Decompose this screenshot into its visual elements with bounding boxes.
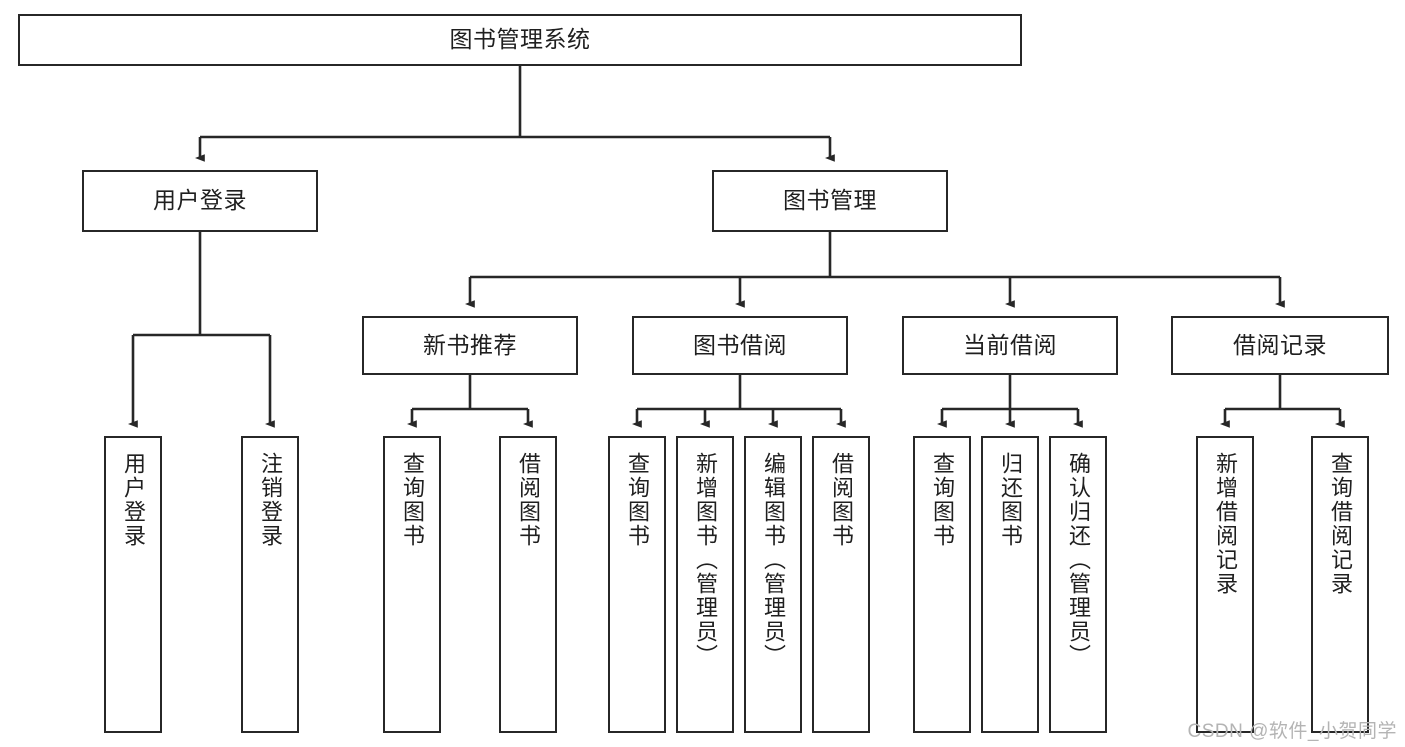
leaf-current-return-book-label: 归还图书 <box>998 452 1023 548</box>
leaf-borrow-query-book[interactable]: 查询图书 <box>608 436 666 733</box>
leaf-borrow-add-book-admin[interactable]: 新增图书（管理员） <box>676 436 734 733</box>
leaf-borrow-edit-book-admin[interactable]: 编辑图书（管理员） <box>744 436 802 733</box>
leaf-record-add-record-label: 新增借阅记录 <box>1213 452 1238 596</box>
leaf-borrow-query-book-label: 查询图书 <box>625 452 650 548</box>
leaf-borrow-borrow-book-label: 借阅图书 <box>829 452 854 548</box>
leaf-current-query-book[interactable]: 查询图书 <box>913 436 971 733</box>
leaf-record-query-record[interactable]: 查询借阅记录 <box>1311 436 1369 733</box>
leaf-user-login-signout-label: 注销登录 <box>258 452 283 548</box>
node-new-book-recommend-label: 新书推荐 <box>423 331 517 358</box>
leaf-current-return-book[interactable]: 归还图书 <box>981 436 1039 733</box>
node-book-borrow[interactable]: 图书借阅 <box>632 316 848 375</box>
node-new-book-recommend[interactable]: 新书推荐 <box>362 316 578 375</box>
node-current-borrow[interactable]: 当前借阅 <box>902 316 1118 375</box>
leaf-record-query-record-label: 查询借阅记录 <box>1328 452 1353 596</box>
node-user-login[interactable]: 用户登录 <box>82 170 318 232</box>
leaf-user-login-signout[interactable]: 注销登录 <box>241 436 299 733</box>
leaf-current-confirm-return-admin-label: 确认归还（管理员） <box>1066 452 1091 668</box>
leaf-borrow-borrow-book[interactable]: 借阅图书 <box>812 436 870 733</box>
leaf-user-login-signin-label: 用户登录 <box>121 452 146 548</box>
leaf-recommend-borrow-book-label: 借阅图书 <box>516 452 541 548</box>
leaf-current-confirm-return-admin[interactable]: 确认归还（管理员） <box>1049 436 1107 733</box>
leaf-borrow-add-book-admin-label: 新增图书（管理员） <box>693 452 718 668</box>
leaf-borrow-edit-book-admin-label: 编辑图书（管理员） <box>761 452 786 668</box>
node-book-borrow-label: 图书借阅 <box>693 331 787 358</box>
node-borrow-record[interactable]: 借阅记录 <box>1171 316 1389 375</box>
leaf-recommend-query-book[interactable]: 查询图书 <box>383 436 441 733</box>
node-book-management-label: 图书管理 <box>783 187 877 214</box>
leaf-recommend-query-book-label: 查询图书 <box>400 452 425 548</box>
node-current-borrow-label: 当前借阅 <box>963 331 1057 358</box>
node-root-system[interactable]: 图书管理系统 <box>18 14 1022 66</box>
leaf-user-login-signin[interactable]: 用户登录 <box>104 436 162 733</box>
node-user-login-label: 用户登录 <box>153 187 247 214</box>
leaf-recommend-borrow-book[interactable]: 借阅图书 <box>499 436 557 733</box>
node-book-management[interactable]: 图书管理 <box>712 170 948 232</box>
node-root-system-label: 图书管理系统 <box>449 26 591 53</box>
node-borrow-record-label: 借阅记录 <box>1233 331 1327 358</box>
leaf-current-query-book-label: 查询图书 <box>930 452 955 548</box>
leaf-record-add-record[interactable]: 新增借阅记录 <box>1196 436 1254 733</box>
